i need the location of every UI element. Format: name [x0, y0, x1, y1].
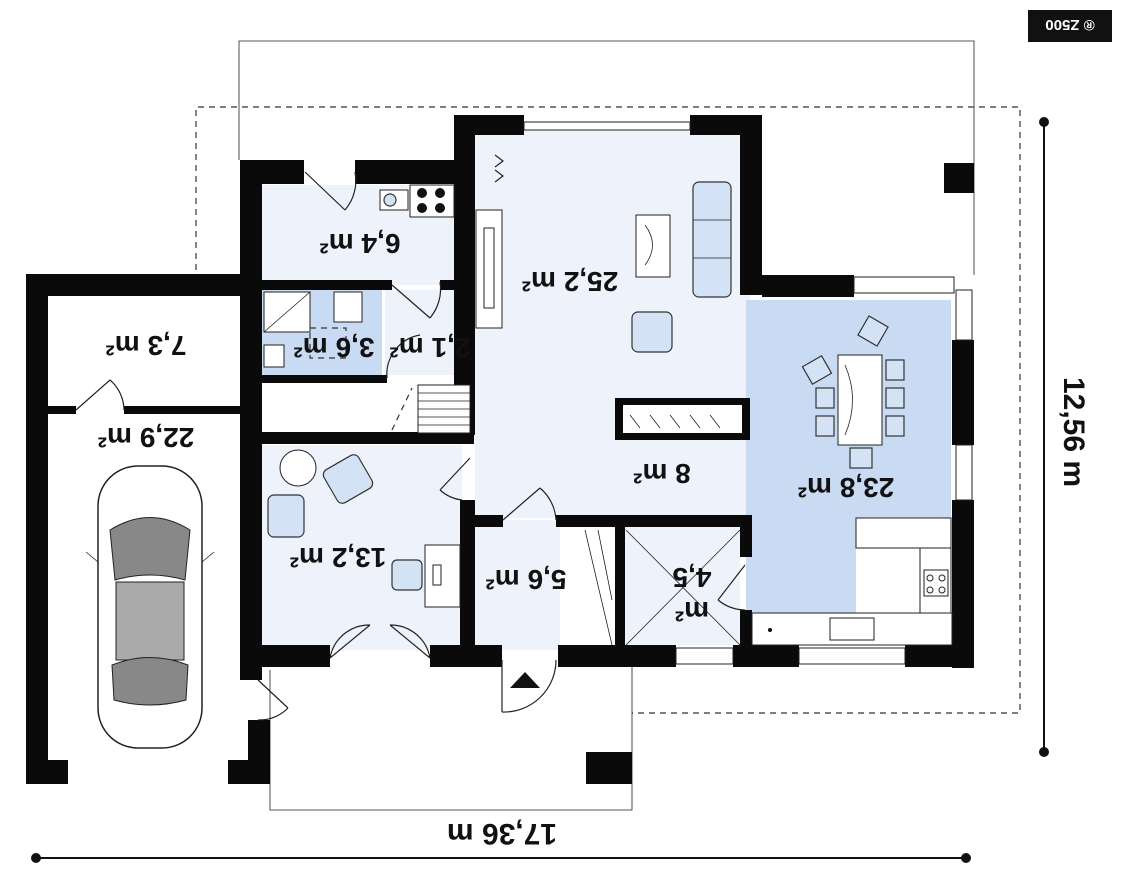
- room-area-garage-storage: 7,3 m²: [106, 330, 187, 361]
- utility-appliances: [379, 184, 455, 218]
- bathroom-fixtures: [263, 291, 363, 368]
- room-area-utility: 6,4 m²: [320, 228, 401, 259]
- kitchen-counter: [751, 517, 953, 646]
- room-area-hall-small: 2,1 m²: [390, 332, 471, 363]
- room-area-pantry-unit: m²: [675, 596, 709, 627]
- room-area-hall: 8 m²: [633, 458, 691, 489]
- dimension-width: 17,36 m: [31, 817, 971, 863]
- room-area-dining-kitchen: 23,8 m²: [798, 472, 895, 503]
- dining-table: [801, 315, 905, 469]
- dimension-depth-label: 12,56 m: [1057, 377, 1090, 487]
- room-area-living: 25,2 m²: [522, 266, 619, 297]
- room-area-pantry-value: 4,5: [673, 562, 712, 593]
- room-area-garage: 22,9 m²: [98, 422, 195, 453]
- car-icon: [85, 465, 215, 749]
- room-labels: 7,3 m² 22,9 m² 6,4 m² 3,6 m² 2,1 m² 25,2…: [98, 228, 895, 627]
- room-area-study: 13,2 m²: [290, 542, 387, 573]
- brand-badge: ® Z500: [1028, 10, 1112, 42]
- walls: [26, 115, 974, 784]
- dimension-width-label: 17,36 m: [447, 817, 557, 850]
- room-area-bathroom: 3,6 m²: [294, 332, 375, 363]
- windows: [523, 121, 973, 665]
- dimension-depth: 12,56 m: [1039, 117, 1090, 757]
- doors: [75, 171, 746, 721]
- living-furniture: [475, 154, 732, 353]
- stairs: [391, 384, 471, 434]
- room-area-entry: 5,6 m²: [486, 564, 567, 595]
- hall-wardrobe: [584, 414, 741, 646]
- brand-badge-text: ® Z500: [1045, 16, 1094, 33]
- study-furniture: [267, 449, 461, 608]
